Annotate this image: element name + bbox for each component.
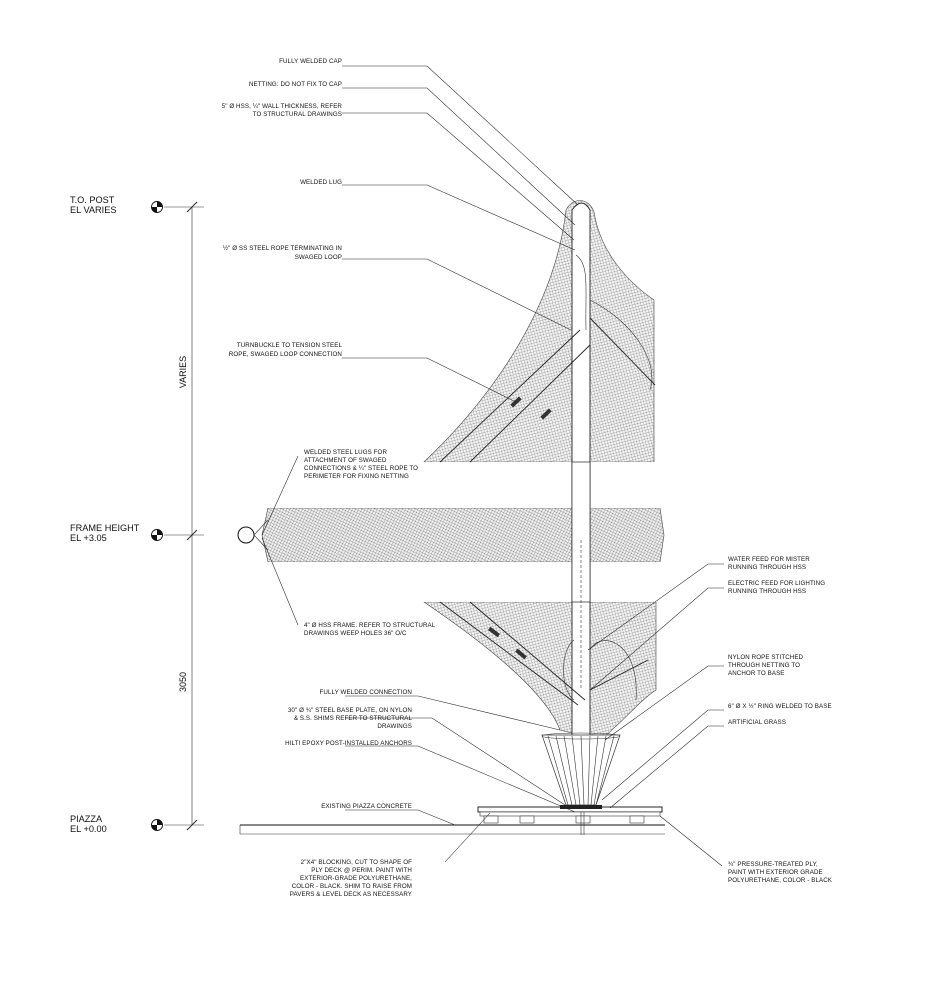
svg-text:ARTIFICIAL GRASS: ARTIFICIAL GRASS bbox=[728, 719, 786, 726]
canopy-structure bbox=[237, 200, 665, 835]
level-marker-piazza: PIAZZA EL +0.00 bbox=[70, 814, 204, 834]
svg-text:4" Ø HSS FRAME. REFER TO STRUC: 4" Ø HSS FRAME. REFER TO STRUCTURAL bbox=[304, 622, 436, 629]
elevation-symbol-icon bbox=[151, 201, 163, 213]
svg-text:PAINT WITH EXTERIOR GRADE: PAINT WITH EXTERIOR GRADE bbox=[728, 869, 823, 876]
svg-text:RUNNING THROUGH HSS: RUNNING THROUGH HSS bbox=[728, 564, 806, 571]
svg-text:PERIMETER FOR FIXING NETTING: PERIMETER FOR FIXING NETTING bbox=[304, 473, 409, 480]
svg-text:30" Ø ¾" STEEL BASE PLATE, ON: 30" Ø ¾" STEEL BASE PLATE, ON NYLON bbox=[288, 707, 412, 714]
svg-text:THROUGH NETTING TO: THROUGH NETTING TO bbox=[728, 662, 800, 669]
dimension-lower: 3050 bbox=[178, 672, 188, 692]
svg-text:NETTING: DO NOT FIX TO CAP: NETTING: DO NOT FIX TO CAP bbox=[249, 81, 342, 88]
base-rope-fan bbox=[541, 732, 621, 806]
upper-netting bbox=[423, 200, 655, 463]
svg-text:DRAWINGS WEEP HOLES 36" O/C: DRAWINGS WEEP HOLES 36" O/C bbox=[304, 630, 407, 637]
level-name: PIAZZA bbox=[70, 814, 103, 824]
callout-blocking: 2"X4" BLOCKING, CUT TO SHAPE OF PLY DECK… bbox=[290, 859, 412, 898]
svg-text:CONNECTIONS & ¼" STEEL ROPE TO: CONNECTIONS & ¼" STEEL ROPE TO bbox=[304, 465, 418, 472]
svg-text:ATTACHMENT OF SWAGED: ATTACHMENT OF SWAGED bbox=[304, 457, 387, 464]
level-marker-top-post: T.O. POST EL VARIES bbox=[70, 195, 204, 215]
svg-text:ELECTRIC FEED FOR LIGHTING: ELECTRIC FEED FOR LIGHTING bbox=[728, 580, 825, 587]
callout-hss: 5" Ø HSS, ¼" WALL THICKNESS, REFER TO ST… bbox=[222, 103, 343, 118]
callout-lug: WELDED LUG bbox=[300, 179, 342, 186]
hss-frame-end bbox=[237, 519, 269, 551]
dimension-upper: VARIES bbox=[178, 356, 188, 388]
elevation-symbol-icon bbox=[151, 819, 163, 831]
level-marker-frame-height: FRAME HEIGHT EL +3.05 bbox=[70, 523, 204, 543]
callout-concrete: EXISTING PIAZZA CONCRETE bbox=[321, 803, 412, 810]
callout-lugs-frame: WELDED STEEL LUGS FOR ATTACHMENT OF SWAG… bbox=[304, 449, 418, 480]
level-elevation: EL VARIES bbox=[70, 205, 116, 215]
callout-rope: ½" Ø SS STEEL ROPE TERMINATING IN SWAGED… bbox=[223, 245, 342, 261]
svg-text:6" Ø X ½" RING WELDED TO BASE: 6" Ø X ½" RING WELDED TO BASE bbox=[728, 703, 832, 710]
svg-text:½" Ø SS STEEL ROPE TERMINATING: ½" Ø SS STEEL ROPE TERMINATING IN bbox=[223, 245, 342, 252]
svg-text:FULLY WELDED CONNECTION: FULLY WELDED CONNECTION bbox=[320, 689, 413, 696]
callout-ring: 6" Ø X ½" RING WELDED TO BASE bbox=[728, 703, 832, 710]
callout-water-feed: WATER FEED FOR MISTER RUNNING THROUGH HS… bbox=[728, 556, 810, 571]
base-deck bbox=[477, 805, 663, 835]
level-elevation: EL +0.00 bbox=[70, 824, 107, 834]
svg-text:ROPE, SWAGED LOOP CONNECTION: ROPE, SWAGED LOOP CONNECTION bbox=[229, 351, 342, 358]
svg-text:TURNBUCKLE TO TENSION STEEL: TURNBUCKLE TO TENSION STEEL bbox=[237, 342, 343, 349]
svg-text:RUNNING THROUGH HSS: RUNNING THROUGH HSS bbox=[728, 588, 806, 595]
svg-text:WELDED LUG: WELDED LUG bbox=[300, 179, 342, 186]
callout-turnbuckle: TURNBUCKLE TO TENSION STEEL ROPE, SWAGED… bbox=[229, 342, 343, 358]
svg-text:WELDED STEEL LUGS FOR: WELDED STEEL LUGS FOR bbox=[304, 449, 387, 456]
vertical-dimension-line: VARIES 3050 bbox=[178, 201, 198, 831]
level-name: FRAME HEIGHT bbox=[70, 523, 140, 533]
svg-text:HILTI EPOXY POST-INSTALLED ANC: HILTI EPOXY POST-INSTALLED ANCHORS bbox=[285, 740, 412, 747]
svg-text:POLYURETHANE, COLOR - BLACK: POLYURETHANE, COLOR - BLACK bbox=[728, 877, 833, 884]
level-elevation: EL +3.05 bbox=[70, 533, 107, 543]
level-name: T.O. POST bbox=[70, 195, 115, 205]
svg-text:EXISTING PIAZZA CONCRETE: EXISTING PIAZZA CONCRETE bbox=[321, 803, 412, 810]
callout-anchors: HILTI EPOXY POST-INSTALLED ANCHORS bbox=[285, 740, 412, 747]
svg-text:NYLON ROPE STITCHED: NYLON ROPE STITCHED bbox=[728, 654, 804, 661]
svg-text:EXTERIOR-GRADE POLYURETHANE,: EXTERIOR-GRADE POLYURETHANE, bbox=[300, 875, 412, 882]
svg-text:DRAWINGS: DRAWINGS bbox=[377, 723, 412, 730]
callout-nylon-rope: NYLON ROPE STITCHED THROUGH NETTING TO A… bbox=[728, 654, 804, 677]
callout-frame: 4" Ø HSS FRAME. REFER TO STRUCTURAL DRAW… bbox=[304, 622, 436, 637]
horizontal-netting-band bbox=[261, 507, 665, 563]
svg-text:SWAGED LOOP: SWAGED LOOP bbox=[295, 254, 342, 261]
leader-lines bbox=[261, 65, 724, 867]
svg-text:2"X4" BLOCKING, CUT TO SHAPE O: 2"X4" BLOCKING, CUT TO SHAPE OF bbox=[301, 859, 412, 866]
elevation-symbol-icon bbox=[151, 529, 163, 541]
svg-text:COLOR - BLACK. SHIM TO RAISE F: COLOR - BLACK. SHIM TO RAISE FROM bbox=[292, 883, 412, 890]
svg-text:& S.S. SHIMS REFER TO STRUCTUR: & S.S. SHIMS REFER TO STRUCTURAL bbox=[294, 715, 413, 722]
lower-netting bbox=[423, 601, 657, 741]
callout-cap: FULLY WELDED CAP bbox=[279, 58, 342, 65]
callout-welded-connection: FULLY WELDED CONNECTION bbox=[320, 689, 413, 696]
callout-netting: NETTING: DO NOT FIX TO CAP bbox=[249, 81, 342, 88]
svg-text:ANCHOR TO BASE: ANCHOR TO BASE bbox=[728, 670, 785, 677]
callout-electric-feed: ELECTRIC FEED FOR LIGHTING RUNNING THROU… bbox=[728, 580, 825, 595]
svg-text:FULLY WELDED CAP: FULLY WELDED CAP bbox=[279, 58, 342, 65]
svg-text:WATER FEED FOR MISTER: WATER FEED FOR MISTER bbox=[728, 556, 810, 563]
svg-text:PAVERS & LEVEL DECK AS NECESSA: PAVERS & LEVEL DECK AS NECESSARY bbox=[290, 891, 412, 898]
svg-text:TO STRUCTURAL DRAWINGS: TO STRUCTURAL DRAWINGS bbox=[253, 111, 342, 118]
callout-ply: ¾" PRESSURE-TREATED PLY, PAINT WITH EXTE… bbox=[728, 861, 833, 884]
callout-base-plate: 30" Ø ¾" STEEL BASE PLATE, ON NYLON & S.… bbox=[288, 707, 413, 730]
callout-grass: ARTIFICIAL GRASS bbox=[728, 719, 786, 726]
svg-text:PLY DECK @ PERIM. PAINT WITH: PLY DECK @ PERIM. PAINT WITH bbox=[311, 867, 412, 874]
svg-text:¾" PRESSURE-TREATED PLY,: ¾" PRESSURE-TREATED PLY, bbox=[728, 861, 818, 868]
svg-text:5" Ø HSS, ¼" WALL THICKNESS, R: 5" Ø HSS, ¼" WALL THICKNESS, REFER bbox=[222, 103, 343, 110]
steel-ropes bbox=[439, 317, 656, 706]
